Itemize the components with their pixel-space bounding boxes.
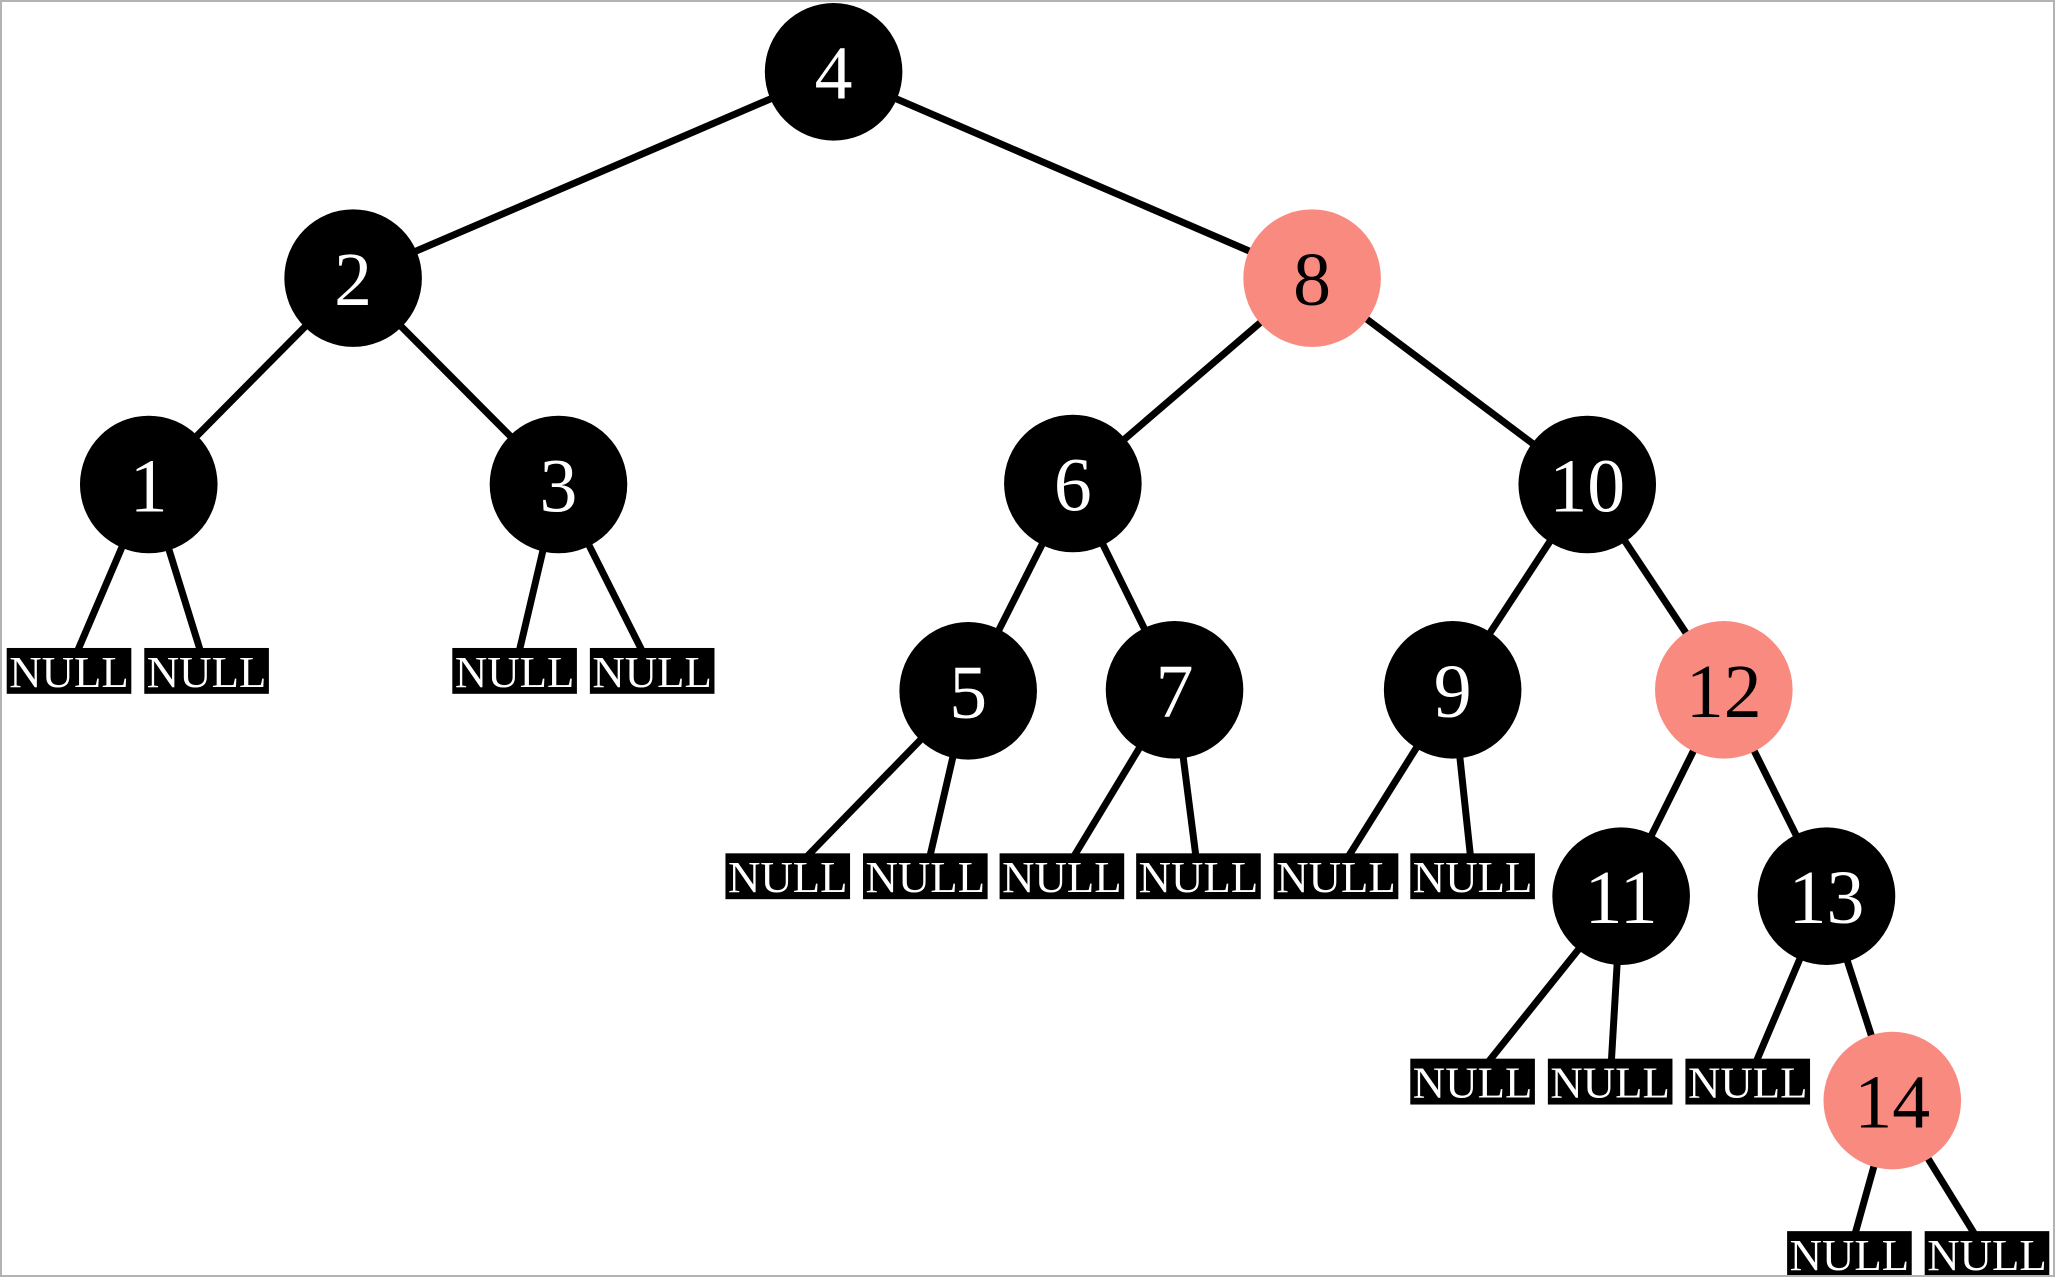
null-leaf-n2: NULL	[452, 647, 577, 697]
tree-node-9: 9	[1383, 621, 1522, 759]
null-leaf-box	[6, 647, 132, 694]
tree-node-4: 4	[764, 2, 903, 141]
tree-node-12: 12	[1655, 621, 1793, 759]
node-7-label: 7	[1156, 650, 1194, 734]
tree-node-5: 5	[899, 622, 1037, 760]
node-4-circle	[764, 2, 903, 141]
node-3-label: 3	[540, 444, 578, 528]
node-6-label: 6	[1054, 443, 1092, 527]
null-leaf-box	[999, 853, 1125, 900]
node-11-circle	[1552, 827, 1690, 965]
node-8-label: 8	[1293, 238, 1331, 322]
node-9-circle	[1383, 621, 1522, 759]
tree-node-14: 14	[1823, 1031, 1962, 1170]
null-leaf-label: NULL	[728, 852, 848, 902]
null-leaf-box	[589, 647, 715, 694]
null-leaf-box	[725, 853, 851, 900]
null-leaf-n1: NULL	[144, 647, 269, 697]
node-13-circle	[1757, 827, 1896, 965]
null-leaf-label: NULL	[1927, 1230, 2047, 1275]
null-leaf-n9: NULL	[1410, 852, 1535, 902]
null-leaf-box	[144, 647, 269, 694]
null-leaf-label: NULL	[1790, 1230, 1910, 1275]
null-leaf-label: NULL	[1276, 852, 1396, 902]
node-11-label: 11	[1585, 856, 1658, 940]
tree-node-11: 11	[1552, 827, 1690, 965]
node-13-label: 13	[1789, 856, 1865, 940]
null-leaf-label: NULL	[455, 647, 575, 697]
null-leaf-n13: NULL	[1787, 1230, 1912, 1275]
node-9-label: 9	[1434, 650, 1472, 734]
null-leaf-box	[1136, 853, 1261, 900]
node-2-label: 2	[334, 238, 372, 322]
node-12-label: 12	[1686, 650, 1762, 734]
tree-node-6: 6	[1004, 414, 1142, 553]
null-leaf-label: NULL	[1139, 852, 1259, 902]
null-leaf-n14: NULL	[1924, 1230, 2050, 1275]
node-5-circle	[899, 622, 1037, 760]
node-5-label: 5	[949, 651, 987, 735]
tree-node-7: 7	[1105, 621, 1244, 759]
null-leaf-n12: NULL	[1685, 1058, 1811, 1108]
null-leaf-box	[1273, 853, 1399, 900]
tree-node-10: 10	[1518, 415, 1657, 554]
tree-node-3: 3	[489, 415, 628, 554]
edge-4-8	[832, 68, 1314, 282]
null-leaf-box	[1547, 1058, 1673, 1105]
null-leaf-box	[1924, 1231, 2050, 1275]
null-leaf-label: NULL	[866, 852, 986, 902]
edge-4-2	[351, 68, 835, 282]
node-3-circle	[489, 415, 628, 554]
node-14-circle	[1823, 1031, 1962, 1170]
null-leaf-n3: NULL	[589, 647, 715, 697]
null-leaf-box	[1410, 853, 1535, 900]
node-7-circle	[1105, 621, 1244, 759]
node-6-circle	[1004, 414, 1142, 553]
null-leaf-n11: NULL	[1547, 1058, 1673, 1108]
node-1-label: 1	[130, 444, 168, 528]
null-leaf-label: NULL	[1688, 1058, 1808, 1108]
null-leaf-label: NULL	[1002, 852, 1122, 902]
null-leaf-box	[1410, 1058, 1535, 1105]
null-leaf-n10: NULL	[1410, 1058, 1535, 1108]
null-leaf-n6: NULL	[999, 852, 1125, 902]
null-leaf-n5: NULL	[863, 852, 988, 902]
node-2-circle	[284, 209, 422, 347]
null-leaf-n7: NULL	[1136, 852, 1261, 902]
null-leaf-box	[863, 853, 988, 900]
node-14-label: 14	[1854, 1060, 1930, 1144]
tree-node-8: 8	[1243, 209, 1381, 347]
node-10-circle	[1518, 415, 1657, 554]
null-leaf-label: NULL	[147, 647, 267, 697]
node-4-label: 4	[815, 32, 853, 116]
tree-node-1: 1	[79, 415, 218, 554]
null-leaf-n8: NULL	[1273, 852, 1399, 902]
null-leaf-label: NULL	[592, 647, 712, 697]
node-8-circle	[1243, 209, 1381, 347]
null-leaf-box	[1787, 1231, 1912, 1275]
null-leaf-label: NULL	[1413, 852, 1533, 902]
null-leaf-label: NULL	[9, 647, 129, 697]
node-10-label: 10	[1549, 444, 1625, 528]
node-1-circle	[79, 415, 218, 554]
tree-node-2: 2	[284, 209, 422, 347]
null-leaf-label: NULL	[1413, 1058, 1533, 1108]
null-leaf-n0: NULL	[6, 647, 132, 697]
node-12-circle	[1655, 621, 1793, 759]
null-leaf-n4: NULL	[725, 852, 851, 902]
null-leaf-label: NULL	[1550, 1058, 1670, 1108]
null-leaf-box	[452, 647, 577, 694]
tree-node-13: 13	[1757, 827, 1896, 965]
null-leaf-box	[1685, 1058, 1811, 1105]
